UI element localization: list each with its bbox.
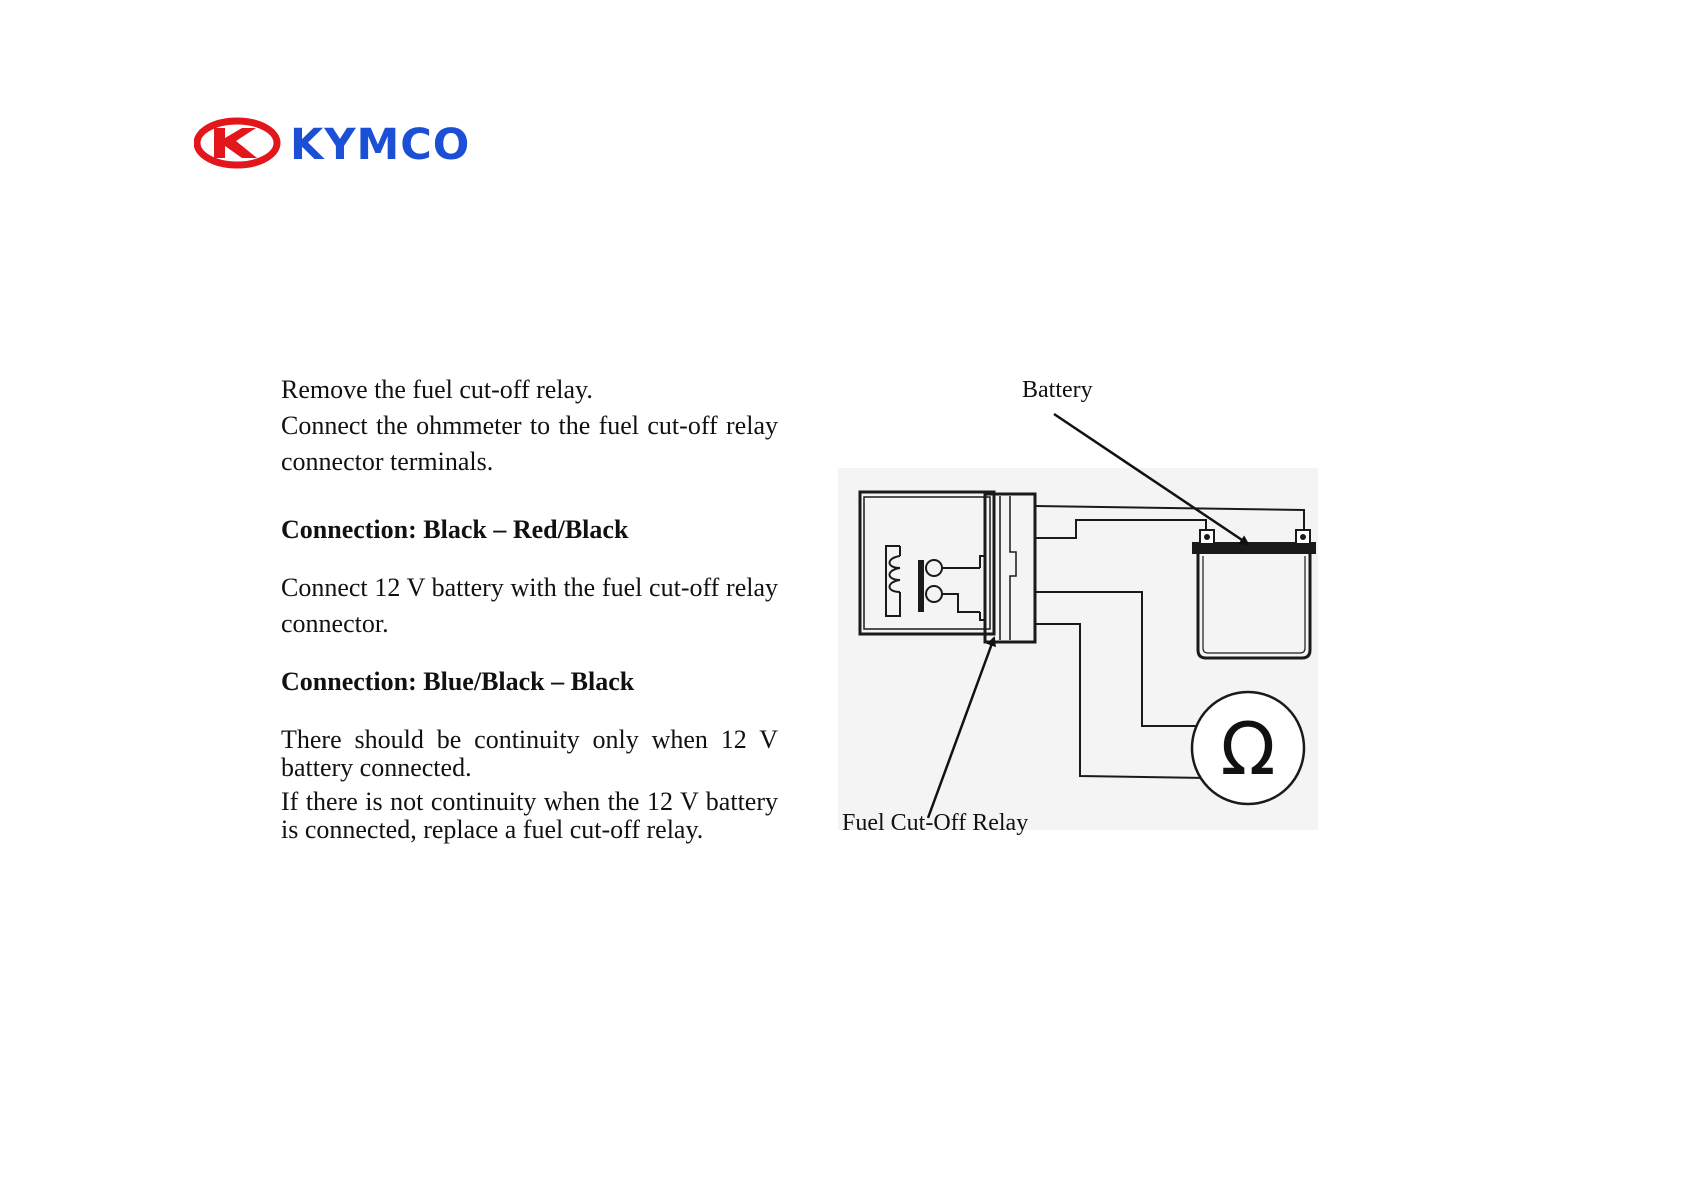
wire-ohmmeter-b (1035, 623, 1209, 779)
battery-case (1196, 554, 1312, 660)
relay-contact-wires (942, 555, 986, 621)
battery-case-inner (1202, 556, 1306, 654)
logo-wordmark: KYMCO (290, 120, 470, 170)
relay-test-diagram-svg: Ω Battery Fuel Cut-Off Relay (838, 377, 1318, 836)
instruction-remove-relay: Remove the fuel cut-off relay. (281, 375, 593, 404)
ohmmeter (1190, 690, 1306, 806)
relay-coil (885, 545, 901, 617)
ohm-symbol: Ω (1220, 707, 1275, 791)
battery-terminal-left-bolt (1204, 534, 1210, 540)
instructions: Remove the fuel cut-off relay. Connect t… (281, 372, 778, 844)
relay-connector (983, 492, 1037, 644)
fuel-cut-off-relay-label: Fuel Cut-Off Relay (842, 810, 1028, 836)
battery-pointer-arrow (1053, 412, 1250, 546)
battery-label: Battery (1022, 377, 1093, 403)
relay-housing-inner (863, 496, 991, 630)
relay-pointer-arrow (926, 636, 996, 819)
instruction-replace-relay: If there is not continuity when the 12 V… (281, 787, 778, 844)
logo-ring (194, 117, 281, 169)
instruction-connect-ohmmeter: Connect the ohmmeter to the fuel cut-off… (281, 411, 778, 476)
wire-ohmmeter-a (1035, 591, 1208, 727)
relay-test-diagram: Ω Battery Fuel Cut-Off Relay (830, 370, 1350, 840)
instruction-connect-battery: Connect 12 V battery with the fuel cut-o… (281, 573, 778, 638)
kymco-logo: KYMCO (194, 116, 494, 174)
instruction-continuity: There should be continuity only when 12 … (281, 725, 778, 782)
battery-terminal-right-bolt (1300, 534, 1306, 540)
relay-housing (858, 490, 996, 636)
logo-k-mark (214, 128, 257, 158)
connection-black-redblack: Connection: Black – Red/Black (281, 515, 629, 544)
connector-slot (1009, 496, 1017, 640)
battery-top-plate (1192, 542, 1316, 554)
connection-blueblack-black: Connection: Blue/Black – Black (281, 667, 635, 696)
relay-armature (918, 560, 924, 612)
wire-battery-negative (1035, 519, 1207, 542)
kymco-logo-graphic: KYMCO (194, 117, 470, 170)
